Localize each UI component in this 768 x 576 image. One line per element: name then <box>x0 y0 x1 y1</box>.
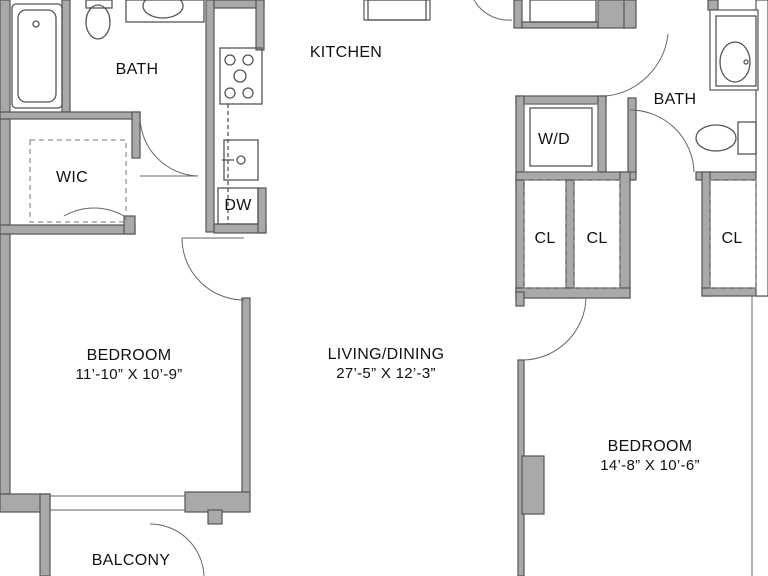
room-label-wd: W/D <box>537 131 571 148</box>
room-label-closet-1: CL <box>534 230 556 247</box>
room-name: BEDROOM <box>86 347 172 364</box>
room-dimensions: 11’-10” X 10’-9” <box>75 366 183 383</box>
fixtures <box>11 0 757 225</box>
room-label-closet-3: CL <box>721 230 743 247</box>
room-label-bedroom-left: BEDROOM 11’-10” X 10’-9” <box>75 346 182 384</box>
door-swings <box>63 0 695 576</box>
closet-dashes <box>29 139 757 289</box>
room-label-dw: DW <box>224 197 252 214</box>
room-name: LIVING/DINING <box>327 346 445 363</box>
room-label-bath-right: BATH <box>653 91 697 108</box>
room-dimensions: 14’-8” X 10’-6” <box>600 457 700 474</box>
windows <box>50 296 753 576</box>
room-label-closet-2: CL <box>586 230 608 247</box>
room-label-kitchen: KITCHEN <box>309 44 383 61</box>
room-name: BEDROOM <box>607 438 693 455</box>
room-dimensions: 27’-5” X 12’-3” <box>336 365 436 382</box>
room-label-balcony: BALCONY <box>91 552 171 569</box>
room-label-bedroom-right: BEDROOM 14’-8” X 10’-6” <box>600 437 700 475</box>
room-label-bath-top-left: BATH <box>115 61 159 78</box>
room-label-living-dining: LIVING/DINING 27’-5” X 12’-3” <box>328 345 445 383</box>
room-label-wic: WIC <box>55 169 89 186</box>
